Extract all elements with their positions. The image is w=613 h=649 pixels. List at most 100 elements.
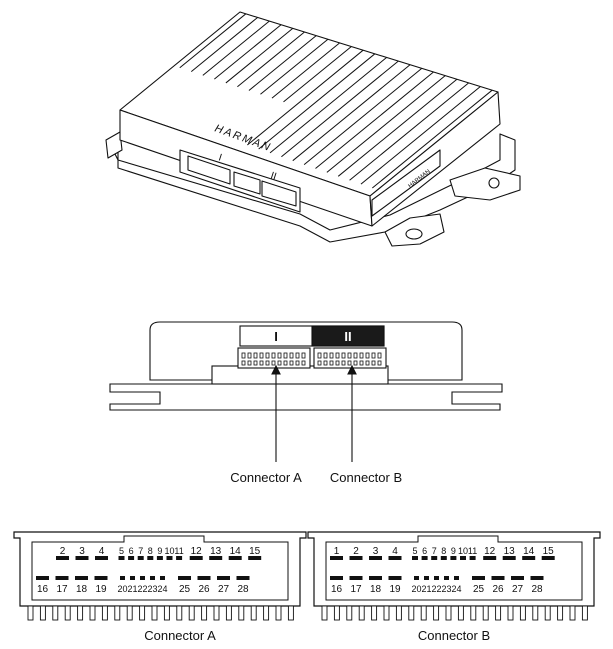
- pin-slot-top: [189, 556, 203, 560]
- front-pin: [323, 360, 328, 366]
- pin-slot-bottom: [444, 576, 449, 580]
- pin-number: 28: [531, 584, 543, 595]
- connector-terminal: [27, 605, 34, 621]
- pin-number: 7: [138, 546, 143, 556]
- front-pin: [265, 360, 270, 366]
- pin-number: 4: [392, 546, 398, 557]
- pin-slot-top: [412, 556, 418, 560]
- pin-slot-bottom: [530, 576, 544, 580]
- connector-terminal: [250, 605, 257, 621]
- pin-number: 17: [56, 584, 68, 595]
- front-pin: [295, 360, 300, 366]
- connector-terminal: [569, 605, 576, 621]
- connector-terminal: [225, 605, 232, 621]
- pin-number: 13: [504, 546, 516, 557]
- connector-terminal: [188, 605, 195, 621]
- connector-terminal: [581, 605, 588, 621]
- front-pin: [317, 360, 322, 366]
- connector-terminal: [163, 605, 170, 621]
- pin-slot-top: [128, 556, 135, 560]
- front-connector-pins: [241, 352, 382, 366]
- pin-slot-bottom: [178, 576, 191, 580]
- connector-housing: [307, 531, 601, 607]
- front-pin: [347, 352, 352, 359]
- front-pin: [271, 352, 276, 359]
- pin-number: 20: [117, 584, 127, 594]
- callout-connector-b: Connector B: [330, 470, 402, 485]
- connector-terminal: [495, 605, 502, 621]
- front-pin: [283, 352, 288, 359]
- pin-slot-bottom: [472, 576, 485, 580]
- front-pin: [259, 352, 264, 359]
- connector-terminal: [346, 605, 353, 621]
- pin-slot-bottom: [236, 576, 250, 580]
- pin-number: 20: [411, 584, 421, 594]
- pin-slot-top: [388, 556, 402, 560]
- connector-face: [31, 535, 289, 601]
- connector-terminal: [482, 605, 489, 621]
- connector-terminal: [433, 605, 440, 621]
- pin-number: 18: [76, 584, 88, 595]
- heat-fin: [360, 86, 481, 185]
- pin-slot-bottom: [434, 576, 439, 580]
- pin-slot-bottom: [388, 576, 402, 580]
- connector-terminal: [287, 605, 294, 621]
- pin-slot-bottom: [75, 576, 88, 580]
- amplifier-isometric-view: [105, 11, 521, 247]
- heat-fin: [315, 71, 434, 169]
- pin-slot-top: [176, 556, 183, 560]
- pin-slot-top: [483, 556, 497, 560]
- pin-slot-top: [118, 556, 125, 560]
- connector-terminal: [383, 605, 390, 621]
- pin-number: 8: [148, 546, 153, 556]
- pin-number: 2: [353, 546, 359, 557]
- pin-number: 3: [79, 546, 85, 557]
- heat-fin: [179, 13, 247, 69]
- pin-slot-bottom: [491, 576, 505, 580]
- heat-fin: [269, 57, 387, 154]
- pin-number: 8: [441, 546, 446, 556]
- connector-terminal: [395, 605, 402, 621]
- pin-number: 21: [127, 584, 137, 594]
- connector-terminal: [151, 605, 158, 621]
- front-pin: [341, 352, 346, 359]
- pin-slot-bottom: [369, 576, 382, 580]
- pin-number: 12: [191, 546, 203, 557]
- mount-ear-right: [449, 167, 521, 201]
- front-pin: [283, 360, 288, 366]
- heat-fin: [214, 24, 282, 80]
- port-label-i-iso: I: [217, 152, 223, 163]
- connector-terminal: [470, 605, 477, 621]
- pin-number: 16: [331, 584, 343, 595]
- connector-terminal: [89, 605, 96, 621]
- front-view-flange: [109, 383, 503, 411]
- pin-number: 26: [492, 584, 504, 595]
- front-pin: [341, 360, 346, 366]
- heat-fin: [247, 49, 364, 146]
- pin-slot-bottom: [150, 576, 155, 580]
- front-pin: [289, 360, 294, 366]
- pin-slot-bottom: [511, 576, 524, 580]
- pin-slot-bottom: [414, 576, 419, 580]
- front-pin: [317, 352, 322, 359]
- pin-number: 3: [373, 546, 379, 557]
- mount-ear-front: [384, 213, 445, 247]
- pin-number: 23: [441, 584, 451, 594]
- pin-slot-bottom: [349, 576, 363, 580]
- pin-number: 15: [543, 546, 555, 557]
- pin-number: 26: [198, 584, 210, 595]
- pin-slot-top: [421, 556, 428, 560]
- front-pin: [301, 352, 306, 359]
- front-pin: [253, 360, 258, 366]
- front-pin: [365, 352, 370, 359]
- heat-sink-fins: [179, 13, 493, 189]
- pin-number: 14: [523, 546, 535, 557]
- front-pin: [253, 352, 258, 359]
- pin-number: 5: [119, 546, 124, 556]
- rear-label-plate: [371, 149, 441, 217]
- front-pin: [359, 360, 364, 366]
- pin-slot-top: [369, 556, 382, 560]
- pin-number: 24: [157, 584, 167, 594]
- connector-terminal: [321, 605, 328, 621]
